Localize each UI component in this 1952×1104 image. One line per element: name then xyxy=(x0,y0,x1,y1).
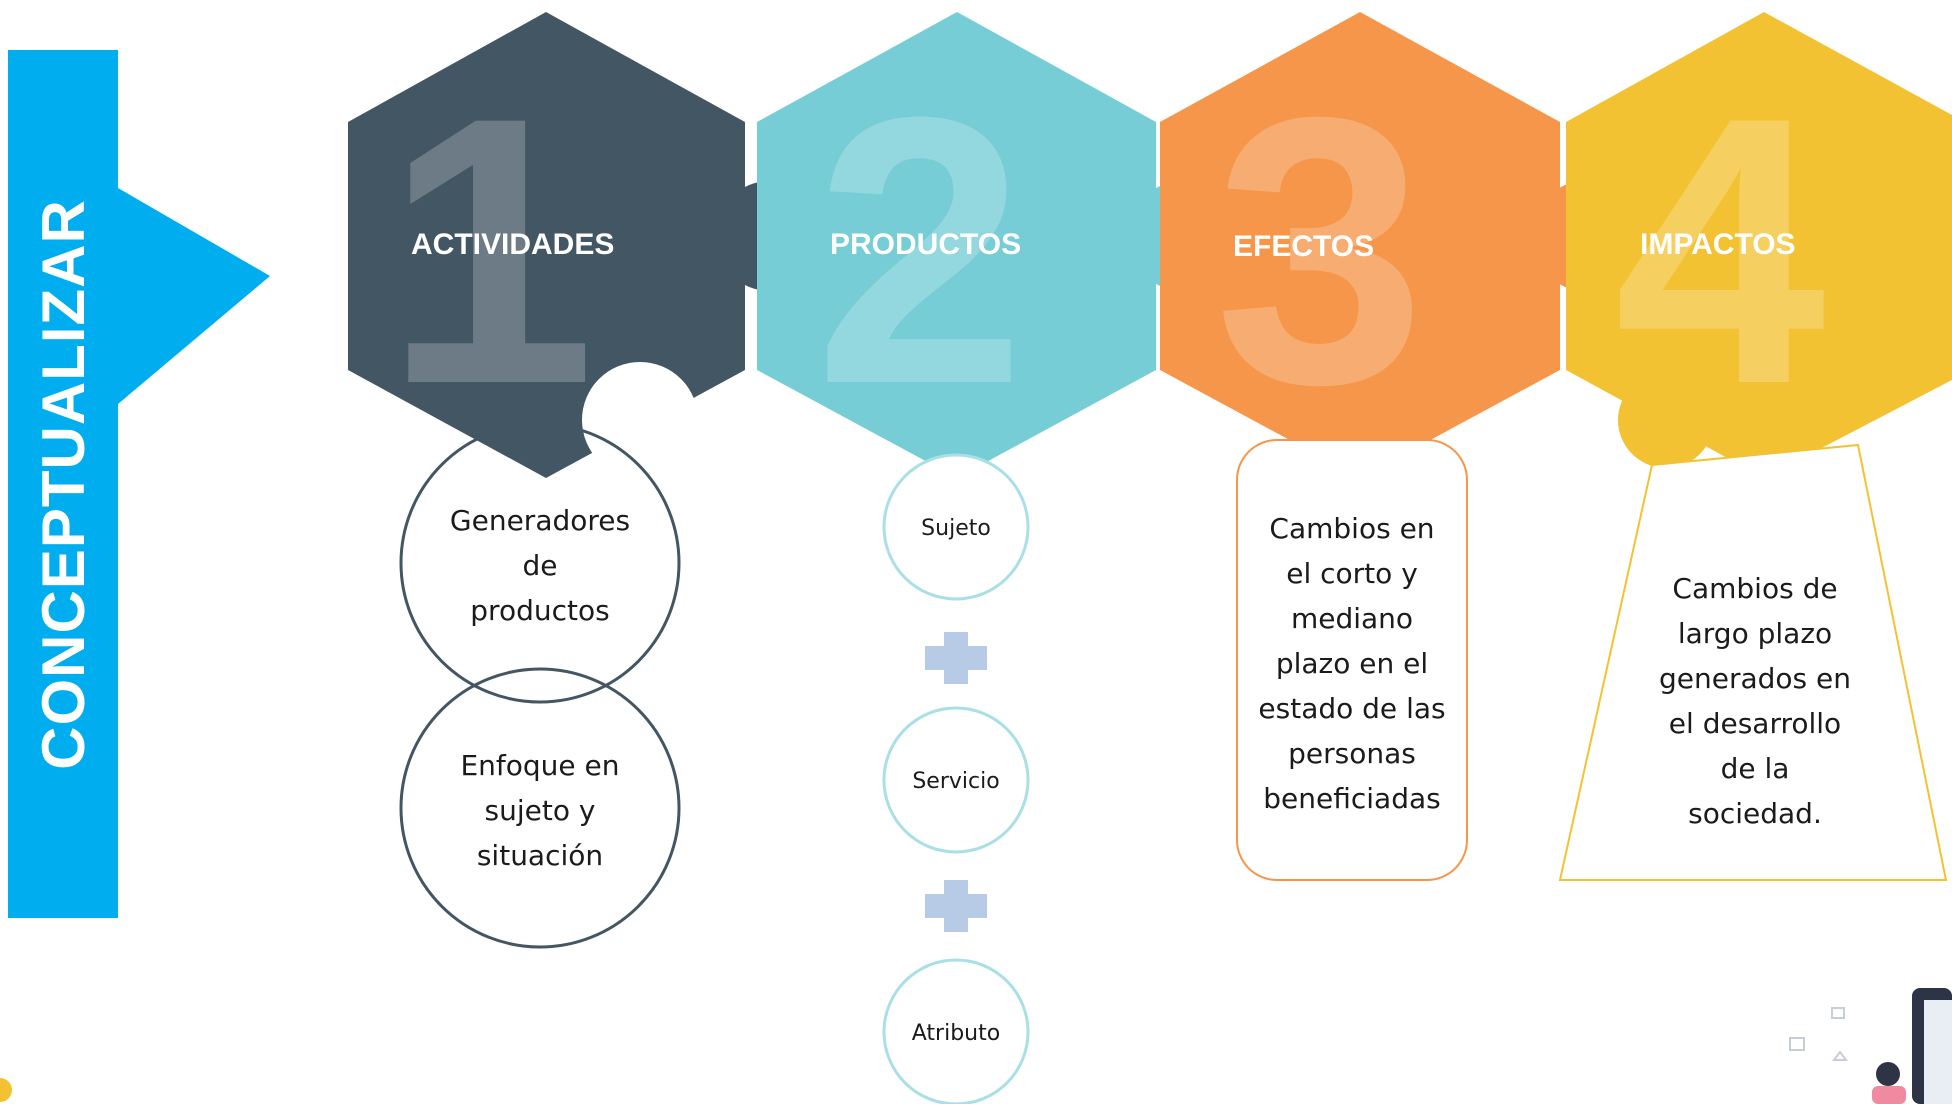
plus-icon xyxy=(925,632,987,684)
efectos-line1: Cambios en xyxy=(1269,512,1434,545)
title-productos: PRODUCTOS xyxy=(830,228,1021,261)
number-3: 3 xyxy=(1214,38,1425,463)
hex-efectos: 3 EFECTOS xyxy=(1160,12,1641,478)
hex-productos: 2 PRODUCTOS xyxy=(757,12,1238,478)
plus-icon xyxy=(925,880,987,932)
puzzle-notch xyxy=(582,362,698,478)
circle-servicio xyxy=(882,706,1030,854)
efectos-line6: personas xyxy=(1288,737,1416,770)
impactos-line3: generados en xyxy=(1659,662,1851,695)
productos-items: Sujeto Servicio Atributo xyxy=(882,453,1030,1104)
circle-enfoque xyxy=(399,667,681,949)
efectos-line2: el corto y xyxy=(1286,557,1418,590)
impactos-trapezoid: Cambios de largo plazo generados en el d… xyxy=(1558,443,1948,881)
item-servicio: Servicio xyxy=(912,769,999,794)
impactos-line4: el desarrollo xyxy=(1669,707,1841,740)
hex-actividades: 1 ACTIVIDADES xyxy=(348,12,825,478)
efectos-line5: estado de las xyxy=(1258,692,1445,725)
circle-atributo xyxy=(882,958,1030,1104)
efectos-line7: beneficiadas xyxy=(1263,782,1440,815)
efectos-line3: mediano xyxy=(1291,602,1413,635)
yellow-dot xyxy=(0,1078,12,1102)
side-arrow xyxy=(118,188,270,404)
circle1-line2: de xyxy=(523,549,558,582)
hex-impactos: 4 IMPACTOS xyxy=(1566,12,1952,478)
title-actividades: ACTIVIDADES xyxy=(411,228,614,261)
impactos-line2: largo plazo xyxy=(1678,617,1832,650)
efectos-line4: plazo en el xyxy=(1276,647,1428,680)
circle-sujeto xyxy=(882,453,1030,601)
title-efectos: EFECTOS xyxy=(1233,230,1374,263)
circle-generadores xyxy=(399,422,681,704)
circle1-line1: Generadores xyxy=(450,504,630,537)
title-impactos: IMPACTOS xyxy=(1640,228,1796,261)
impactos-line6: sociedad. xyxy=(1688,797,1822,830)
circle2-line3: situación xyxy=(477,839,603,872)
number-4: 4 xyxy=(1614,38,1828,463)
impactos-line1: Cambios de xyxy=(1672,572,1837,605)
item-atributo: Atributo xyxy=(912,1021,1000,1046)
impactos-line5: de la xyxy=(1721,752,1790,785)
efectos-box: Cambios en el corto y mediano plazo en e… xyxy=(1236,439,1468,881)
actividades-circles: Generadores de productos Enfoque en suje… xyxy=(399,422,681,949)
number-2: 2 xyxy=(814,38,1025,463)
item-sujeto: Sujeto xyxy=(921,516,991,541)
circle2-line1: Enfoque en xyxy=(460,749,619,782)
number-1: 1 xyxy=(384,38,595,463)
side-label-bar: CONCEPTUALIZAR xyxy=(8,50,118,918)
circle1-line3: productos xyxy=(470,594,609,627)
circle2-line2: sujeto y xyxy=(485,794,596,827)
person-illustration xyxy=(1789,988,1952,1104)
